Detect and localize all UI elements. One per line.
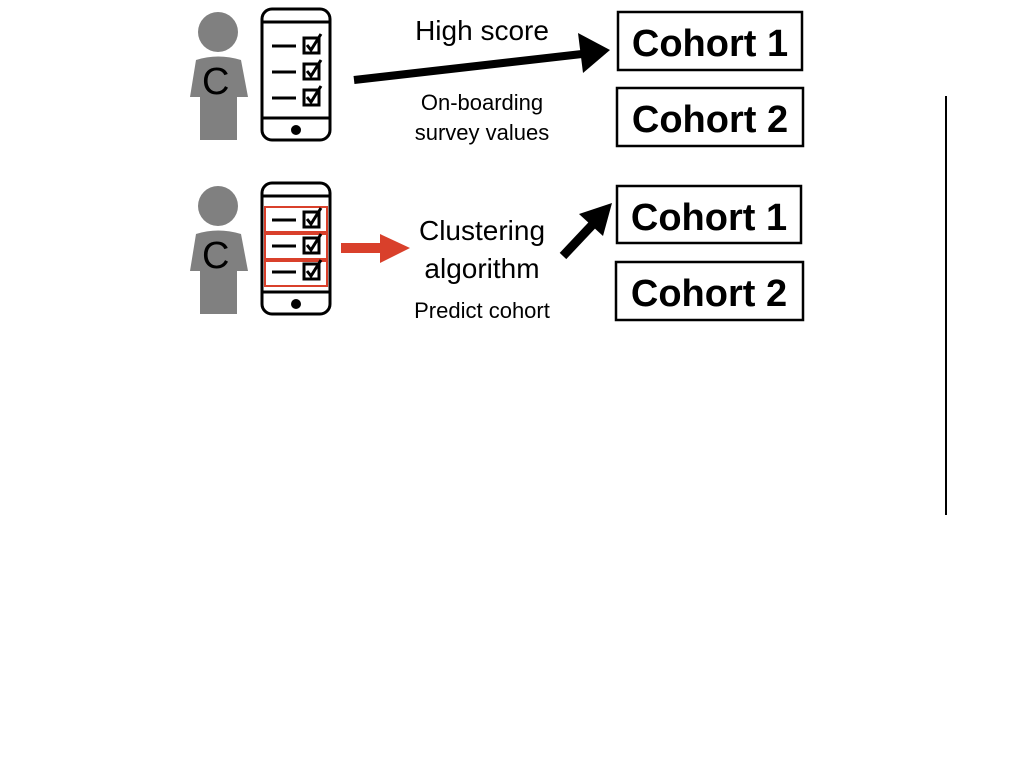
checkbox-icon — [302, 233, 323, 255]
cohort-2-box: Cohort 2 — [615, 86, 805, 148]
phone-survey-icon — [260, 181, 332, 316]
clustering-label: Clustering — [419, 215, 545, 246]
cohort-1-box: Cohort 1 — [615, 184, 803, 245]
cohort-1-label: Cohort 1 — [631, 197, 787, 239]
checkbox-icon — [302, 259, 323, 281]
arrow-to-cohort-1 — [559, 203, 612, 260]
cohort-2-label: Cohort 2 — [632, 99, 788, 141]
cohort-1-box: Cohort 1 — [616, 10, 804, 72]
predict-cohort-label: Predict cohort — [414, 298, 550, 323]
red-arrow — [341, 234, 410, 263]
checkbox-icon — [302, 85, 323, 107]
survey-values-label: survey values — [415, 120, 550, 145]
cohort-2-label: Cohort 2 — [631, 273, 787, 315]
high-score-label: High score — [415, 15, 549, 46]
algorithm-label: algorithm — [424, 253, 539, 284]
checkbox-icon — [302, 59, 323, 81]
person-letter: C — [202, 235, 229, 277]
person-letter: C — [202, 61, 229, 103]
checkbox-icon — [302, 33, 323, 55]
row-2: C — [190, 181, 805, 323]
phone-survey-icon — [260, 7, 332, 142]
row-1: C — [190, 7, 805, 148]
cohort-2-box: Cohort 2 — [614, 260, 805, 322]
person-icon: C — [190, 12, 248, 140]
checkbox-icon — [302, 207, 323, 229]
person-icon: C — [190, 186, 248, 314]
arrow-to-cohort-1 — [353, 33, 610, 84]
cohort-1-label: Cohort 1 — [632, 23, 788, 65]
onboarding-label: On-boarding — [421, 90, 543, 115]
